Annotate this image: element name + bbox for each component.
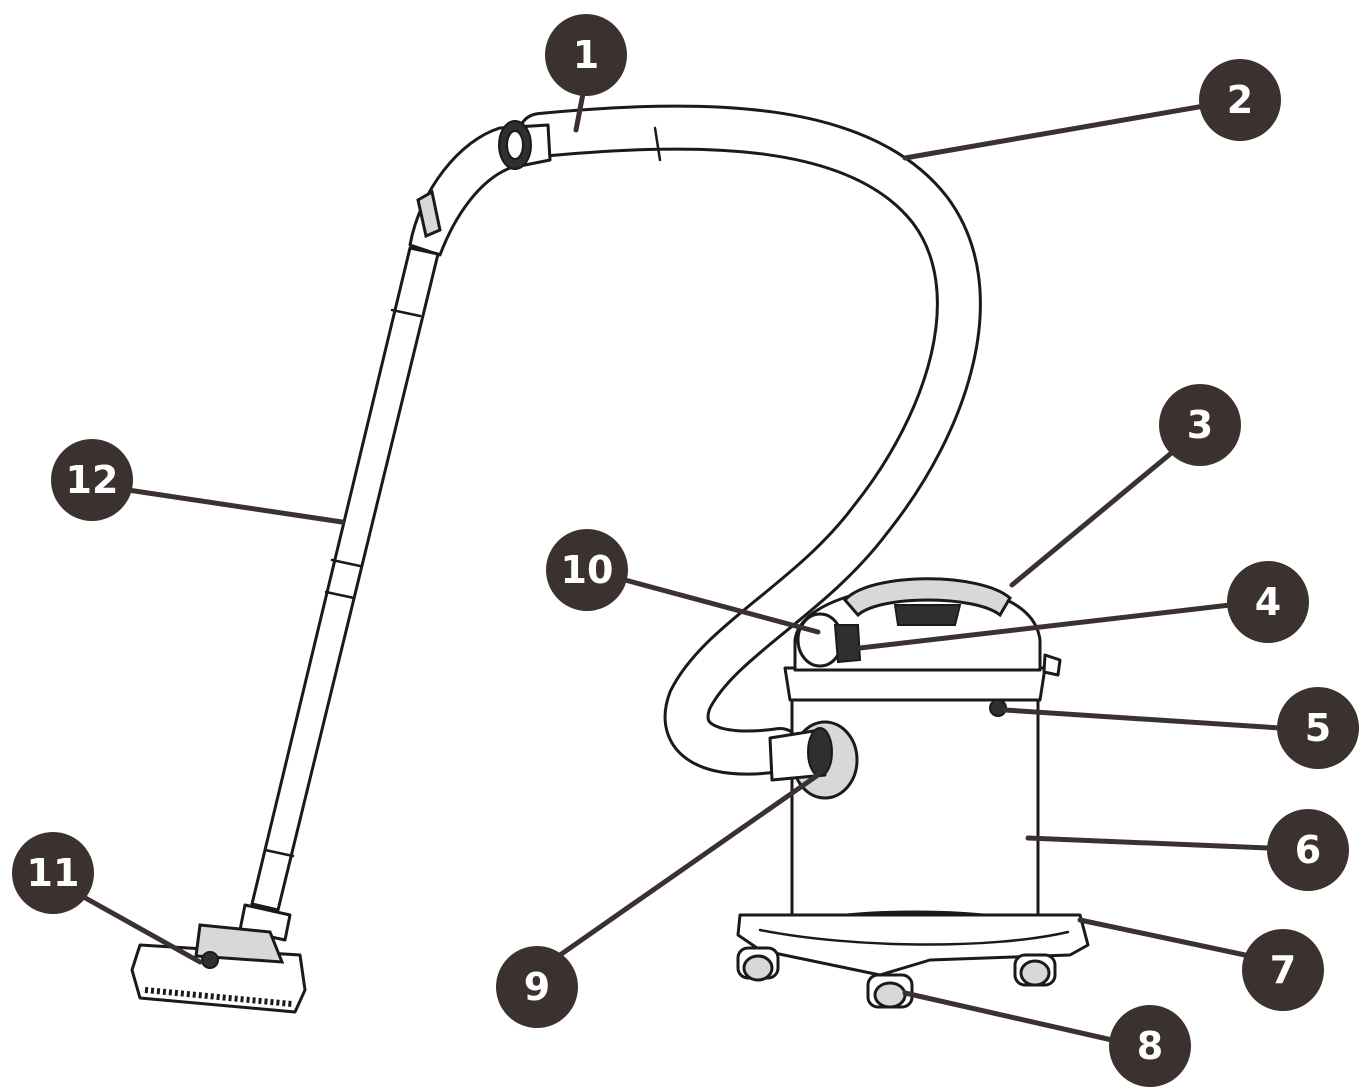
extension-wand [250, 246, 440, 912]
leader-11 [77, 892, 203, 965]
callout-label: 2 [1227, 78, 1253, 122]
callout-label: 12 [66, 458, 119, 502]
callout-badge-3: 3 [1159, 384, 1241, 466]
casters [736, 946, 1057, 1009]
callout-badge-9: 9 [496, 946, 578, 1028]
callout-label: 11 [27, 851, 80, 895]
leader-5 [1002, 707, 1283, 731]
caster-base [736, 913, 1090, 977]
tank-body [790, 688, 1040, 950]
callout-badge-5: 5 [1277, 687, 1359, 769]
callout-badges: 1 2 3 4 5 6 7 8 [12, 14, 1359, 1087]
floor-nozzle [130, 903, 307, 1014]
callout-label: 5 [1305, 706, 1331, 750]
callout-badge-7: 7 [1242, 929, 1324, 1011]
leader-9 [557, 772, 821, 958]
callout-badge-12: 12 [51, 439, 133, 521]
callout-label: 10 [561, 548, 614, 592]
callout-label: 9 [524, 965, 550, 1009]
callout-badge-11: 11 [12, 832, 94, 914]
leader-12 [125, 487, 345, 525]
leader-4 [857, 602, 1233, 651]
callout-label: 6 [1295, 828, 1321, 872]
callout-badge-4: 4 [1227, 561, 1309, 643]
leader-7 [1077, 917, 1248, 958]
callout-badge-1: 1 [545, 14, 627, 96]
handle-grip [408, 120, 552, 257]
callout-label: 8 [1137, 1024, 1163, 1068]
leader-10 [622, 577, 821, 635]
callout-label: 4 [1255, 580, 1281, 624]
leader-2 [902, 102, 1213, 161]
leader-lines [77, 75, 1283, 1043]
callout-label: 7 [1270, 948, 1296, 992]
hose-inlet [768, 727, 833, 782]
leader-3 [1009, 447, 1178, 588]
flexible-hose [517, 104, 982, 776]
callout-badge-10: 10 [546, 529, 628, 611]
callout-badge-2: 2 [1199, 59, 1281, 141]
callout-badge-6: 6 [1267, 809, 1349, 891]
callout-label: 1 [573, 33, 599, 77]
caster-left [736, 946, 780, 982]
leader-8 [902, 990, 1115, 1043]
caster-right [1013, 953, 1057, 987]
leader-6 [1025, 835, 1271, 851]
callout-label: 3 [1187, 403, 1213, 447]
callout-badge-8: 8 [1109, 1005, 1191, 1087]
